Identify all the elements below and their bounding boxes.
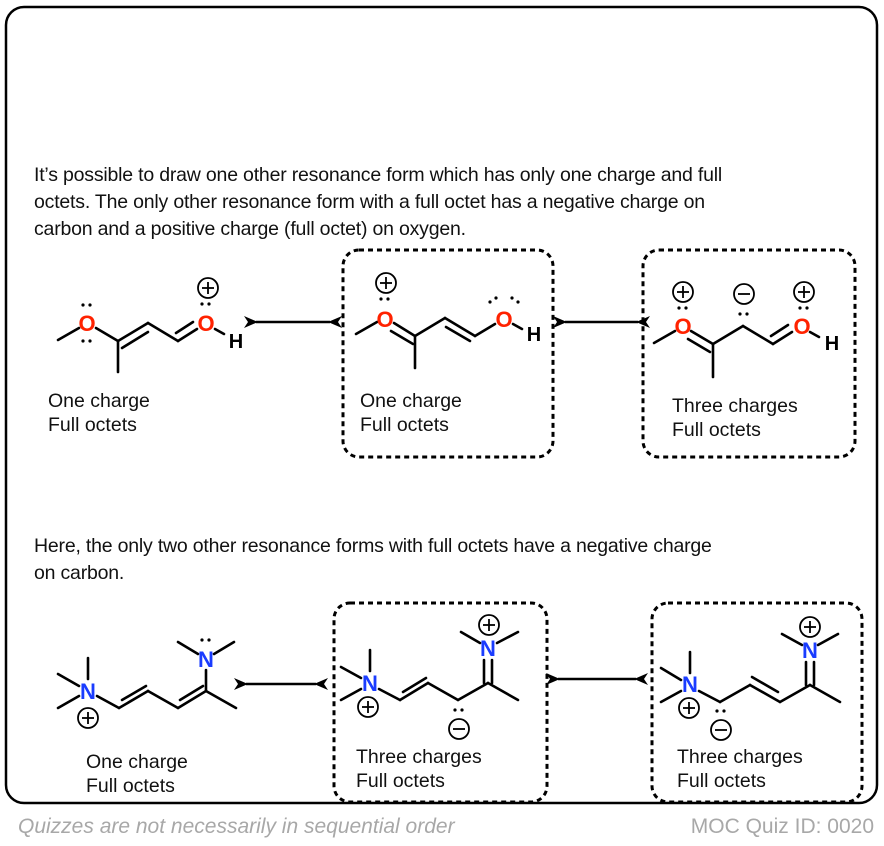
oxygen-atom: O: [674, 314, 691, 339]
molecule-s2-3: [659, 632, 842, 704]
lone-pairs-s1-3: [677, 306, 809, 316]
molecule-s1-2: [354, 316, 524, 370]
caption-charges: Three charges: [356, 746, 482, 768]
hydrogen-atom: H: [825, 333, 839, 355]
caption-octets: Full octets: [48, 414, 137, 436]
text-line: octets. The only other resonance form wi…: [34, 191, 705, 213]
highlight-box-s1-2: [341, 248, 555, 459]
nitrogen-atom: N: [682, 672, 698, 697]
nitrogen-atom: N: [480, 636, 496, 661]
caption-charges: One charge: [48, 390, 150, 412]
caption-octets: Full octets: [360, 414, 449, 436]
lone-pairs-s2-1: [200, 638, 211, 642]
caption-octets: Full octets: [356, 770, 445, 792]
lone-pairs-s1-2: [379, 296, 520, 304]
oxygen-atom: O: [793, 314, 810, 339]
caption-charges: One charge: [86, 751, 188, 773]
caption-s2-1: One charge Full octets: [86, 750, 188, 798]
positive-charge-icon: [678, 697, 700, 719]
hydrogen-atom: H: [527, 324, 541, 346]
caption-charges: One charge: [360, 390, 462, 412]
footer-note: Quizzes are not necessarily in sequentia…: [18, 815, 455, 838]
positive-charge-icon: [357, 696, 379, 718]
oxygen-atom: O: [495, 307, 512, 332]
caption-s2-2: Three charges Full octets: [356, 745, 482, 793]
text-line: carbon and a positive charge (full octet…: [34, 218, 466, 240]
caption-charges: Three charges: [677, 746, 803, 768]
quiz-id: MOC Quiz ID: 0020: [690, 815, 874, 838]
hydrogen-atom: H: [229, 331, 243, 353]
molecule-s1-3: [652, 323, 821, 379]
oxygen-atom: O: [376, 307, 393, 332]
positive-charge-icon: [77, 707, 99, 729]
nitrogen-atom: N: [362, 671, 378, 696]
highlight-box-s2-2: [332, 601, 549, 804]
lone-pairs-s2-3: [715, 709, 726, 713]
nitrogen-atom: N: [198, 647, 214, 672]
positive-charge-icon: [799, 616, 821, 638]
section2-explanation: Here, the only two other resonance forms…: [34, 533, 712, 587]
caption-s1-2: One charge Full octets: [360, 389, 462, 437]
positive-charge-icon: [478, 614, 500, 636]
caption-charges: Three charges: [672, 395, 798, 417]
positive-charge-icon: [793, 281, 815, 303]
negative-charge-icon: [733, 283, 755, 305]
caption-s1-1: One charge Full octets: [48, 389, 150, 437]
nitrogen-atom: N: [802, 638, 818, 663]
nitrogen-atom: N: [80, 679, 96, 704]
highlight-box-s1-3: [641, 248, 857, 459]
negative-charge-icon: [448, 718, 470, 740]
oxygen-atom: O: [78, 311, 95, 336]
text-line: It’s possible to draw one other resonanc…: [34, 164, 723, 186]
molecule-s1-1: [56, 320, 226, 374]
text-line: Here, the only two other resonance forms…: [34, 535, 712, 557]
lone-pairs-s2-2: [453, 708, 464, 712]
section1-explanation: It’s possible to draw one other resonanc…: [34, 162, 722, 243]
positive-charge-icon: [375, 272, 397, 294]
positive-charge-icon: [672, 281, 694, 303]
oxygen-atom: O: [197, 311, 214, 336]
caption-octets: Full octets: [672, 419, 761, 441]
molecule-s2-1: [56, 640, 238, 710]
caption-s1-3: Three charges Full octets: [672, 394, 798, 442]
lone-pairs-s1-1: [81, 302, 211, 343]
molecule-s2-2: [339, 630, 520, 702]
positive-charge-icon: [197, 277, 219, 299]
caption-octets: Full octets: [677, 770, 766, 792]
caption-s2-3: Three charges Full octets: [677, 745, 803, 793]
negative-charge-icon: [710, 719, 732, 741]
text-line: on carbon.: [34, 562, 125, 584]
caption-octets: Full octets: [86, 775, 175, 797]
